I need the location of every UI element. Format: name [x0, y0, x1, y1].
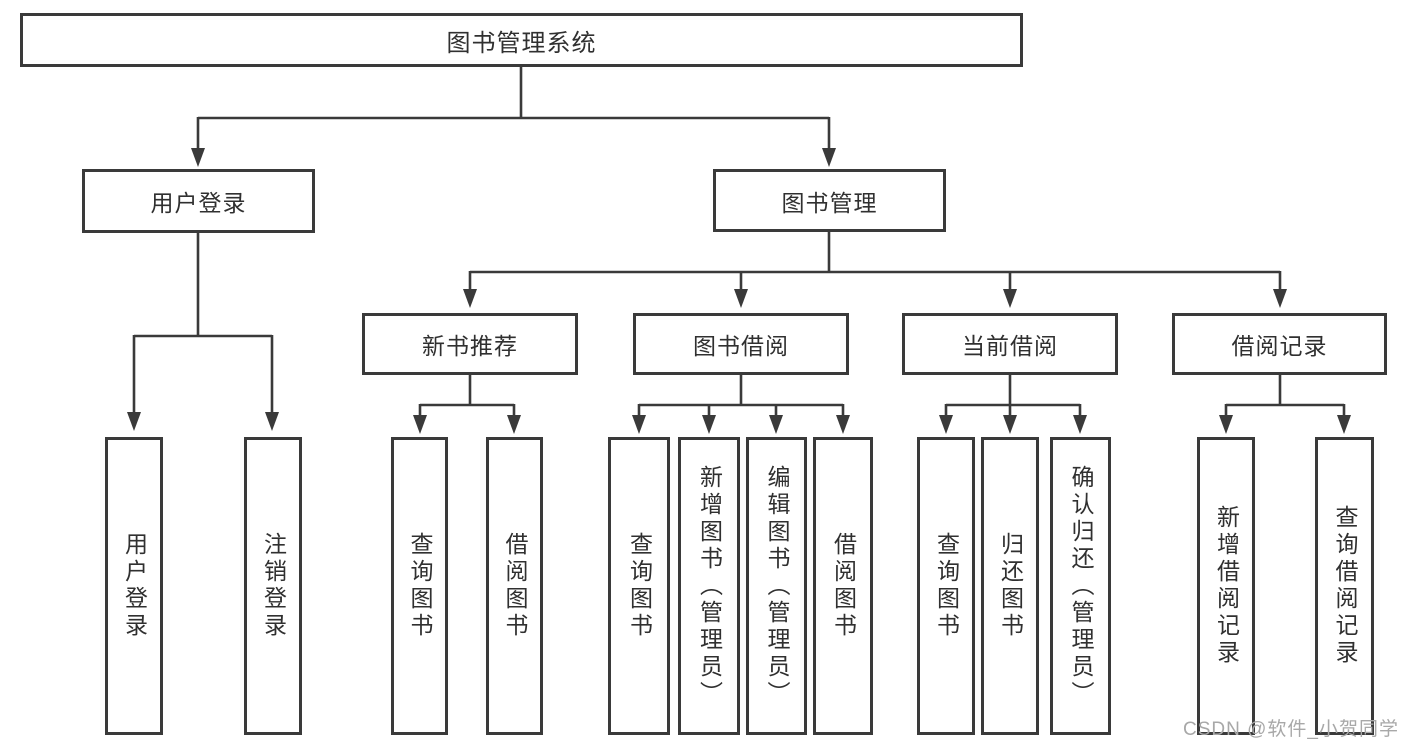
leaf-edit-books-admin: 编辑图书（管理员） [746, 437, 807, 735]
node-book-borrowing: 图书借阅 [633, 313, 849, 375]
leaf-query-books-recommend: 查询图书 [391, 437, 448, 735]
node-borrowing-records: 借阅记录 [1172, 313, 1387, 375]
node-library-management-system: 图书管理系统 [20, 13, 1023, 67]
leaf-query-books-current: 查询图书 [917, 437, 975, 735]
node-label: 当前借阅 [962, 333, 1058, 359]
leaf-add-books-admin: 新增图书（管理员） [678, 437, 740, 735]
leaf-borrow-books-recommend: 借阅图书 [486, 437, 543, 735]
node-book-management: 图书管理 [713, 169, 946, 232]
node-label: 借阅记录 [1231, 333, 1328, 359]
leaf-query-borrow-record: 查询借阅记录 [1315, 437, 1374, 735]
node-current-borrowing: 当前借阅 [902, 313, 1118, 375]
leaf-borrow-books-borrowing: 借阅图书 [813, 437, 873, 735]
node-label: 确认归还（管理员） [1068, 464, 1094, 708]
node-label: 查询借阅记录 [1332, 505, 1358, 667]
leaf-add-borrow-record: 新增借阅记录 [1197, 437, 1255, 735]
arrowheads [127, 148, 1351, 434]
node-label: 图书管理 [781, 189, 878, 216]
node-label: 借阅图书 [502, 532, 528, 640]
node-label: 新增图书（管理员） [696, 464, 723, 708]
node-label: 注销登录 [260, 532, 287, 640]
node-label: 查询图书 [933, 532, 960, 640]
node-label: 新增借阅记录 [1213, 505, 1240, 667]
node-label: 归还图书 [997, 532, 1024, 640]
leaf-return-books: 归还图书 [981, 437, 1039, 735]
node-label: 编辑图书（管理员） [764, 464, 790, 708]
node-user-login: 用户登录 [82, 169, 315, 233]
node-label: 图书借阅 [693, 333, 789, 359]
node-label: 借阅图书 [830, 532, 857, 640]
node-label: 图书管理系统 [446, 29, 597, 57]
leaf-user-login: 用户登录 [105, 437, 163, 735]
leaf-query-books-borrowing: 查询图书 [608, 437, 670, 735]
leaf-logout-login: 注销登录 [244, 437, 302, 735]
leaf-confirm-return-admin: 确认归还（管理员） [1050, 437, 1111, 735]
node-label: 新书推荐 [422, 333, 518, 359]
csdn-watermark: CSDN @软件_小贺同学 [1183, 719, 1399, 740]
node-label: 用户登录 [150, 190, 247, 216]
node-label: 用户登录 [121, 532, 148, 640]
node-label: 查询图书 [407, 532, 433, 640]
node-label: 查询图书 [626, 532, 653, 640]
node-new-book-recommend: 新书推荐 [362, 313, 578, 375]
